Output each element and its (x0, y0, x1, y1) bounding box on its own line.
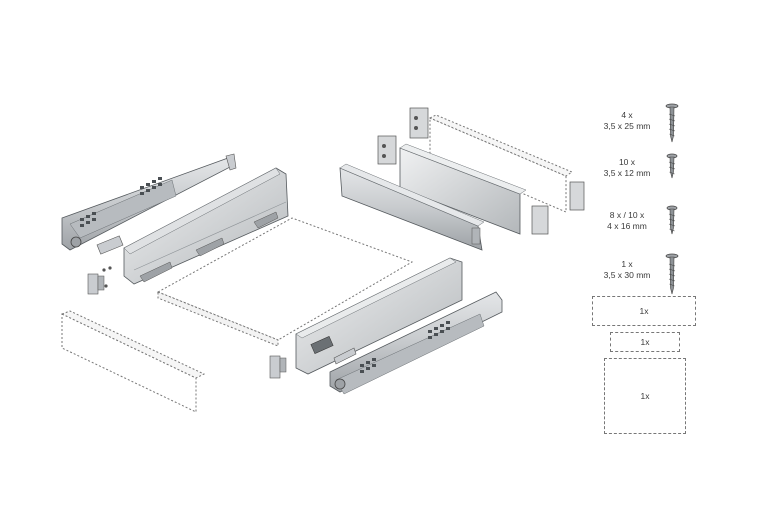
drawer-front-panel (60, 310, 206, 413)
hardware-size: 3,5 x 12 mm (603, 168, 651, 178)
panel-box-label: 1x (640, 337, 650, 347)
hardware-qty: 4 x (621, 110, 633, 120)
panel-box-label: 1x (639, 306, 649, 316)
hardware-size: 3,5 x 25 mm (603, 121, 651, 131)
hardware-qty: 1 x (621, 259, 633, 269)
rear-side-panel-upper (399, 143, 527, 235)
left-drawer-side (123, 167, 289, 285)
hardware-qty: 10 x (618, 157, 636, 167)
back-panel-brackets (377, 107, 585, 235)
hardware-size: 3,5 x 30 mm (603, 270, 651, 280)
panel-box-label: 1x (640, 391, 650, 401)
right-drawer-side (295, 257, 463, 375)
panel-box-large: 1x (592, 296, 696, 326)
panel-box-square: 1x (604, 358, 686, 434)
hardware-label: 8 x / 10 x 4 x 16 mm (592, 210, 662, 232)
hardware-label: 4 x 3,5 x 25 mm (592, 110, 662, 132)
left-runner-rail (61, 153, 237, 251)
hardware-label: 1 x 3,5 x 30 mm (592, 259, 662, 281)
hardware-size: 4 x 16 mm (607, 221, 647, 231)
screw-icon (666, 153, 678, 179)
hardware-label: 10 x 3,5 x 12 mm (592, 157, 662, 179)
screw-icon (665, 103, 679, 143)
hardware-qty: 8 x / 10 x (609, 210, 645, 220)
drawer-bottom-panel (156, 217, 414, 341)
right-front-bracket (269, 355, 287, 379)
drawer-back-panel (428, 114, 574, 213)
right-runner-rail (329, 291, 503, 395)
panel-box-small: 1x (610, 332, 680, 352)
screw-icon (666, 205, 678, 235)
left-front-bracket (87, 235, 124, 295)
screw-icon (665, 253, 679, 295)
drawer-bottom-panel-edge (157, 291, 279, 347)
right-drawer-side-rear (339, 163, 485, 251)
